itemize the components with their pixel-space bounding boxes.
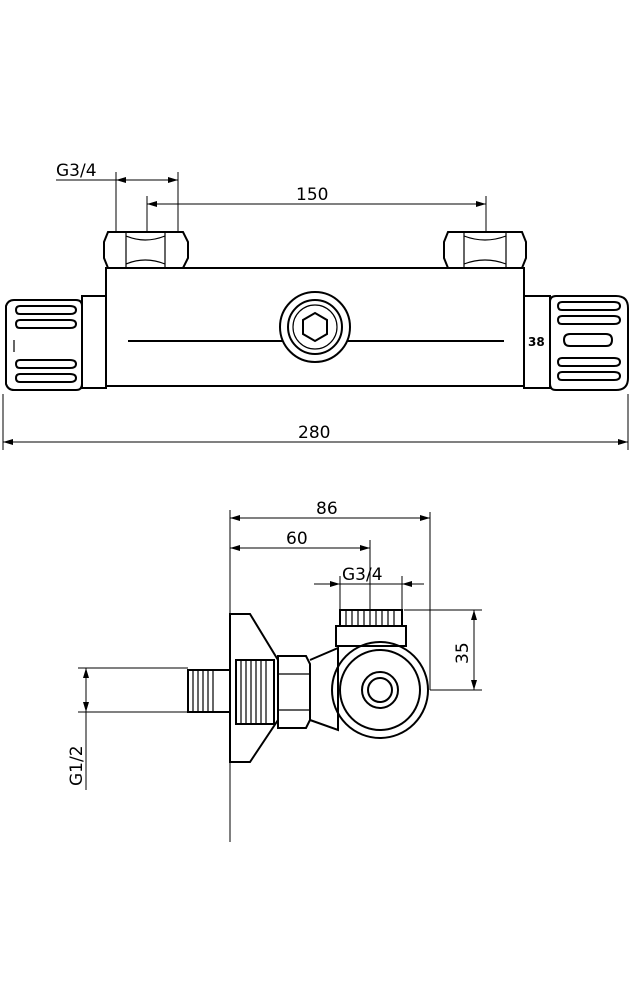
svg-text:G3/4: G3/4 <box>342 565 383 585</box>
wall-flange <box>229 613 279 763</box>
outlet-fitting <box>279 291 351 363</box>
svg-text:150: 150 <box>296 185 328 205</box>
dim-inlet-thread: G3/4 <box>56 161 179 232</box>
dim-outlet-thread: G3/4 <box>314 565 424 610</box>
svg-text:60: 60 <box>286 529 308 549</box>
right-inlet-nut <box>443 231 527 269</box>
dim-depth-inlet: 60 <box>230 529 371 610</box>
side-view: 86 60 G3/4 35 <box>67 499 482 842</box>
svg-text:G1/2: G1/2 <box>67 745 87 786</box>
svg-text:280: 280 <box>298 423 330 443</box>
left-inlet-nut <box>103 231 189 269</box>
left-handle <box>5 299 83 391</box>
dim-wall-thread: G1/2 <box>67 667 188 790</box>
union-nut <box>235 659 275 725</box>
hex-nut <box>277 655 311 729</box>
eccentric-body <box>331 641 429 739</box>
top-view: 38 G3/4 150 280 <box>2 161 629 450</box>
svg-text:86: 86 <box>316 499 338 519</box>
top-outlet <box>335 609 407 647</box>
svg-text:35: 35 <box>453 642 473 664</box>
wall-connector <box>187 669 231 713</box>
temperature-mark: 38 <box>528 335 545 349</box>
svg-text:G3/4: G3/4 <box>56 161 97 181</box>
dim-outlet-height: 35 <box>404 609 482 691</box>
connector-arm <box>309 646 339 732</box>
dim-inlet-spacing: 150 <box>146 185 487 232</box>
left-collar <box>81 295 107 389</box>
dim-overall-length: 280 <box>2 394 629 450</box>
dim-depth-total: 86 <box>230 499 431 690</box>
right-handle <box>549 295 629 391</box>
